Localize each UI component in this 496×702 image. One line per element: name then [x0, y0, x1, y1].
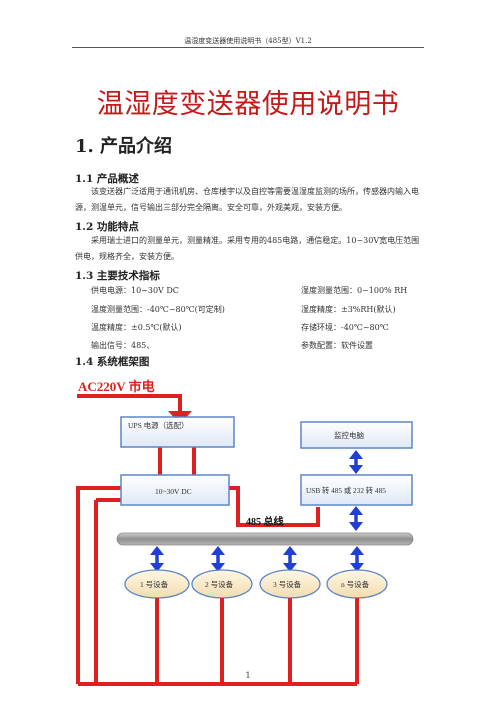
ups-box [120, 416, 235, 448]
spec-row-4-left: 输出信号：485、 [91, 341, 155, 350]
usb-converter-box [300, 474, 413, 506]
mains-label: AC220V 市电 [78, 379, 155, 394]
spec-row-2-right: 湿度精度：±3%RH(默认) [301, 305, 396, 314]
document-title: 温湿度变送器使用说明书 [96, 89, 400, 120]
monitor-pc-box [300, 421, 413, 449]
spec-row-2-left: 温度测量范围：-40℃~80℃(可定制) [91, 305, 225, 314]
spec-row-1-left: 供电电源：10~30V DC [91, 286, 179, 295]
heading-system-diagram: 1.4 系统框架图 [75, 356, 150, 368]
page-number: 1 [245, 671, 251, 680]
mains-arrow [77, 394, 182, 412]
psu-label: 10~30V DC [155, 487, 192, 496]
header-rule [72, 47, 424, 48]
blue-arrow-pc-converter [349, 450, 363, 474]
heading-features: 1.2 功能特点 [75, 221, 139, 233]
device-2-label: 2 号设备 [205, 579, 234, 589]
section-heading-product-intro: 1. 产品介绍 [75, 136, 173, 157]
heading-tech-specs: 1.3 主要技术指标 [75, 270, 160, 282]
bus-label: 485 总线 [246, 515, 284, 528]
ups-label: UPS 电源（选配） [128, 420, 189, 430]
monitor-pc-label: 监控电脑 [334, 430, 364, 440]
psu-box [120, 474, 230, 506]
spec-row-4-right: 参数配置：软件设置 [301, 341, 373, 350]
device-n-label: n 号设备 [341, 579, 370, 589]
device-1-label: 1 号设备 [140, 579, 169, 589]
heading-product-overview: 1.1 产品概述 [75, 173, 139, 185]
page-header: 温湿度变送器使用说明书（485型）V1.2 [184, 37, 312, 45]
usb-converter-label: USB 转 485 或 232 转 485 [306, 486, 386, 495]
spec-row-1-right: 湿度测量范围：0~100% RH [301, 286, 408, 295]
paragraph-features: 采用瑞士进口的测量单元，测量精准。采用专用的485电路，通信稳定。10~30V宽… [75, 236, 420, 261]
rs485-bus [116, 532, 414, 546]
spec-row-3-left: 温度精度：±0.5℃(默认) [91, 323, 182, 332]
blue-arrow-converter-bus [349, 506, 363, 531]
red-power-wiring [76, 447, 320, 686]
paragraph-product-overview: 该变送器广泛适用于通讯机房、仓库楼宇以及自控等需要温湿度监测的场所，传感器内输入… [75, 187, 419, 212]
device-arrows [150, 546, 364, 572]
spec-row-3-right: 存储环境：-40℃~80℃ [301, 323, 389, 332]
device-3-label: 3 号设备 [273, 579, 302, 589]
device-power-wiring [96, 598, 359, 686]
